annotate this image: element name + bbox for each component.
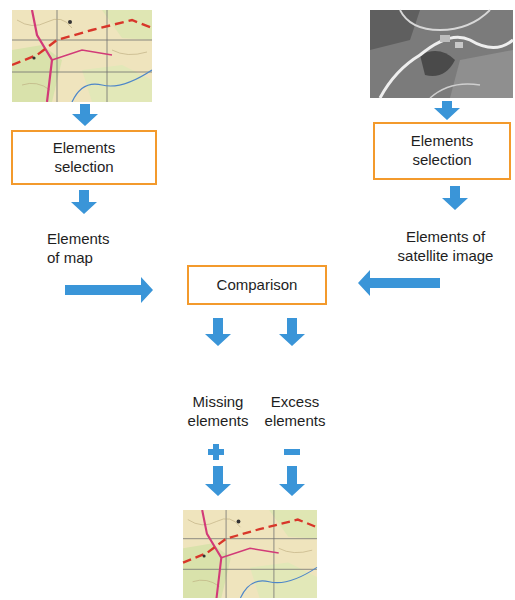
- flow-label: Excess elements: [259, 393, 331, 431]
- topographic-map: [12, 10, 152, 102]
- process-box: Elements selection: [11, 130, 157, 185]
- box-text: Elements selection: [33, 139, 135, 177]
- flow-label: Elements of map: [47, 230, 122, 268]
- plus-sign: [208, 444, 224, 460]
- flow-label: Elements of satellite image: [383, 228, 508, 266]
- box-text: Comparison: [217, 276, 298, 295]
- satellite-image: [370, 10, 513, 98]
- process-box: Elements selection: [373, 122, 511, 180]
- process-box: Comparison: [187, 265, 327, 305]
- flow-label: Missing elements: [182, 393, 254, 431]
- box-text: Elements selection: [391, 132, 493, 170]
- minus-sign: [284, 449, 300, 455]
- updated-map: [183, 510, 317, 598]
